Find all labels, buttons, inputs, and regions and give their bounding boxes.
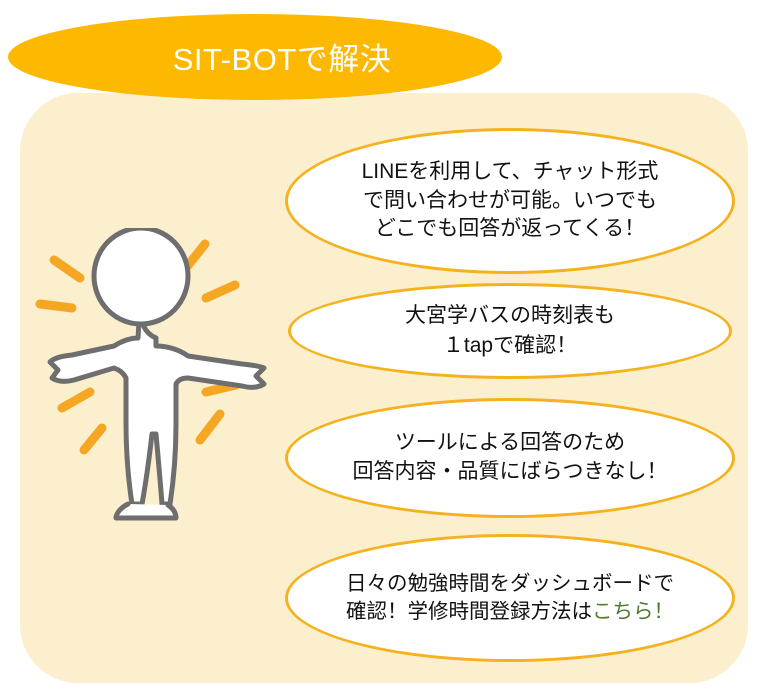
speech-bubble-dashboard-body: 日々の勉強時間をダッシュボードで 確認！学修時間登録方法は bbox=[346, 571, 674, 623]
person-body bbox=[47, 228, 267, 521]
title-banner: SIT-BOTで解決 bbox=[8, 14, 502, 100]
speech-bubble-bus: 大宮学バスの時刻表も １tapで確認！ bbox=[288, 283, 732, 379]
speech-bubble-bus-text: 大宮学バスの時刻表も １tapで確認！ bbox=[405, 304, 615, 357]
page-title: SIT-BOTで解決 bbox=[172, 41, 392, 77]
speech-bubble-quality-text: ツールによる回答のため 回答内容・品質にばらつきなし！ bbox=[352, 431, 668, 483]
dashboard-link[interactable]: こちら！ bbox=[592, 600, 674, 623]
speech-bubble-dashboard: 日々の勉強時間をダッシュボードで 確認！学修時間登録方法はこちら！ bbox=[285, 534, 735, 662]
speech-bubble-quality: ツールによる回答のため 回答内容・品質にばらつきなし！ bbox=[285, 398, 735, 518]
cheering-person-illustration bbox=[28, 228, 290, 540]
speech-bubble-dashboard-text: 日々の勉強時間をダッシュボードで 確認！学修時間登録方法はこちら！ bbox=[332, 570, 688, 627]
speech-bubble-chat-text: LINEを利用して、チャット形式 で問い合わせが可能。いつでも どこでも回答が返… bbox=[361, 159, 659, 241]
speech-bubble-chat: LINEを利用して、チャット形式 で問い合わせが可能。いつでも どこでも回答が返… bbox=[285, 128, 735, 274]
